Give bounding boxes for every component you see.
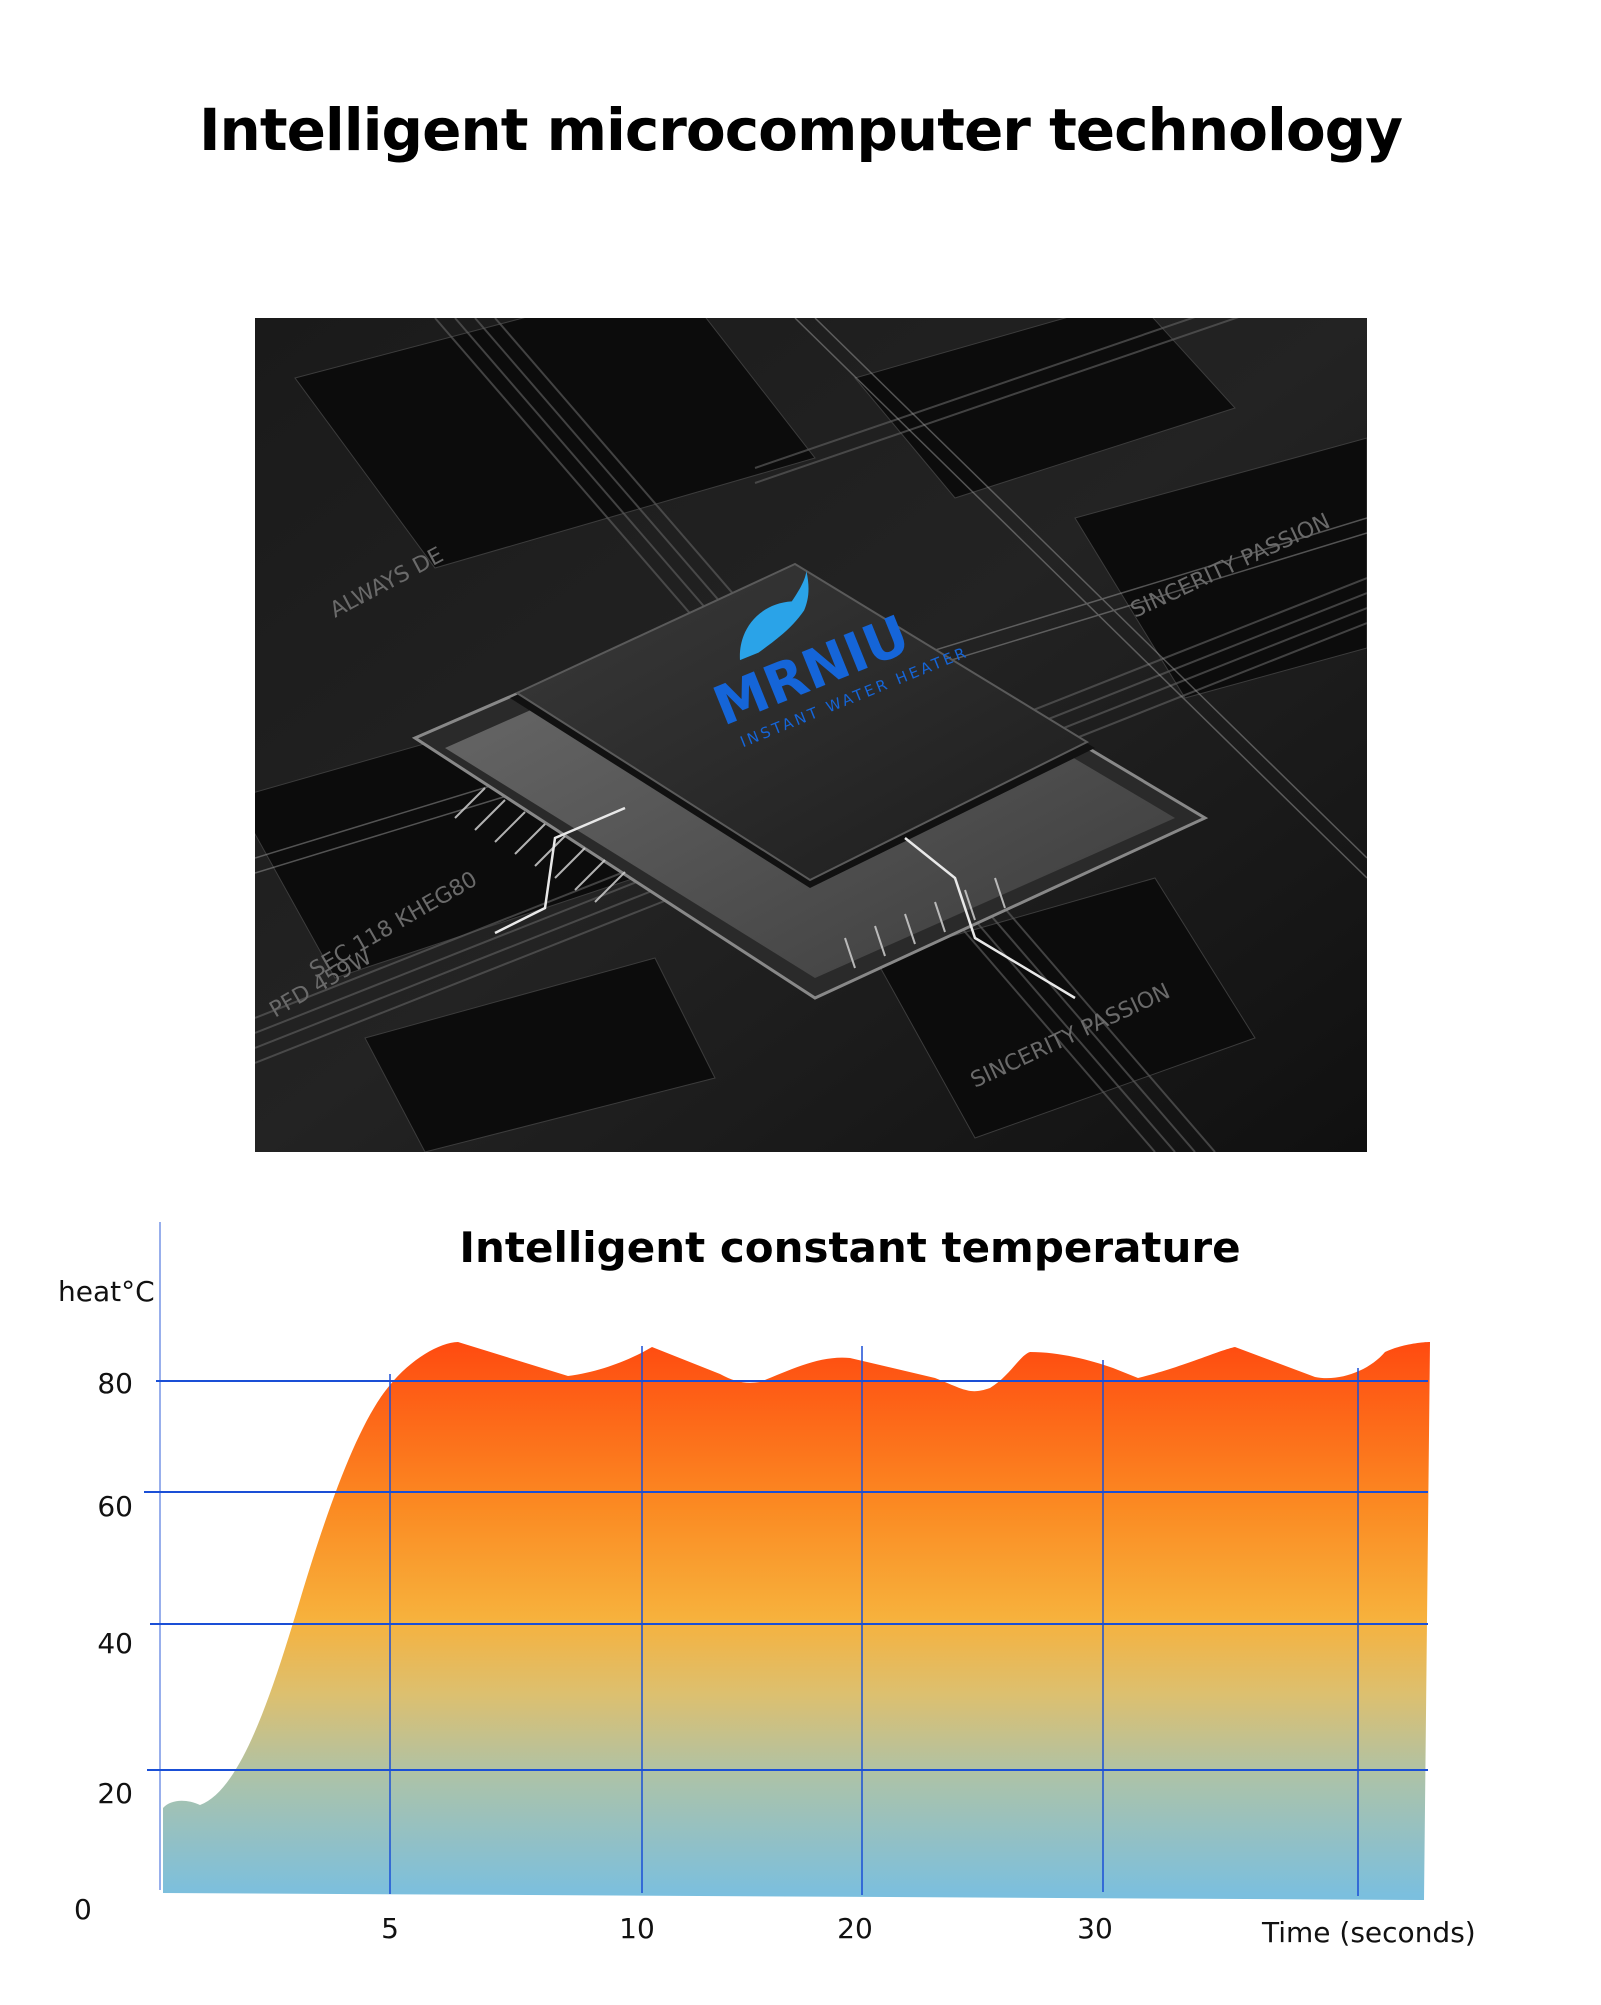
temperature-area bbox=[163, 1342, 1430, 1900]
y-tick-80: 80 bbox=[97, 1367, 133, 1400]
y-tick-40: 40 bbox=[97, 1627, 133, 1660]
x-tick-30: 30 bbox=[1077, 1912, 1113, 1945]
chart-title: Intelligent constant temperature bbox=[459, 1223, 1241, 1272]
x-tick-5: 5 bbox=[381, 1912, 399, 1945]
x-tick-20: 20 bbox=[837, 1912, 873, 1945]
page-title: Intelligent microcomputer technology bbox=[198, 96, 1403, 164]
x-axis-label: Time (seconds) bbox=[1262, 1916, 1476, 1949]
y-tick-0: 0 bbox=[74, 1893, 92, 1926]
y-tick-20: 20 bbox=[97, 1777, 133, 1810]
y-axis-label: heat°C bbox=[58, 1275, 155, 1308]
microchip-photo: MRNIU INSTANT WATER HEATER SINCERITY PAS… bbox=[255, 318, 1367, 1152]
y-tick-60: 60 bbox=[97, 1490, 133, 1523]
x-tick-10: 10 bbox=[619, 1912, 655, 1945]
